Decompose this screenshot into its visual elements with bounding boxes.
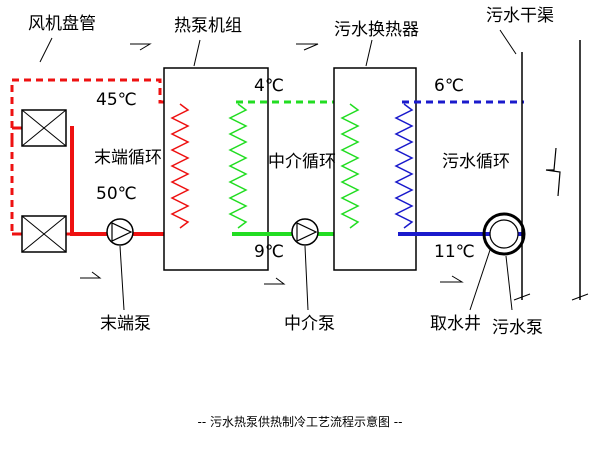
middle-pump-icon (291, 218, 319, 246)
terminal-loop-label: 末端循环 (94, 148, 162, 168)
terminal-pump-label: 末端泵 (100, 314, 151, 334)
sewage-supply-temp: 6℃ (434, 76, 464, 96)
middle-pump-label: 中介泵 (284, 314, 335, 334)
sewage-exchanger-label: 污水换热器 (334, 20, 419, 40)
heat-pump-leader (193, 39, 201, 67)
sewage-pump-icon (482, 212, 526, 256)
heat-pump-unit-label: 热泵机组 (174, 16, 242, 36)
intake-well-leader (469, 249, 491, 311)
fan-coil-label: 风机盘管 (28, 14, 96, 34)
flow-arrow-icons (80, 43, 464, 285)
terminal-pump-leader (119, 245, 125, 311)
middle-loop-pipes (232, 100, 350, 236)
diagram-caption: -- 污水热泵供热制冷工艺流程示意图 -- (197, 415, 403, 429)
sewage-channel-label: 污水干渠 (486, 6, 554, 26)
heat-pump-hot-coil (170, 103, 190, 229)
exchanger-sewage-coil (394, 103, 414, 229)
heat-pump-cold-coil (228, 103, 248, 229)
sewage-exchanger-box (333, 67, 417, 271)
flow-direction-icon (545, 147, 561, 197)
sewage-pump-leader (505, 255, 513, 311)
fan-coil-unit-2 (21, 215, 67, 253)
sewage-channel-leader (499, 29, 517, 55)
sewage-pump-label: 污水泵 (492, 318, 543, 338)
middle-return-temp: 9℃ (254, 242, 284, 262)
fan-coil-leader (39, 37, 53, 63)
terminal-pump-icon (106, 218, 134, 246)
sewage-channel (513, 40, 589, 301)
middle-loop-label: 中介循环 (268, 152, 336, 172)
middle-supply-temp: 4℃ (254, 76, 284, 96)
terminal-return-temp: 50℃ (96, 184, 137, 204)
terminal-supply-temp: 45℃ (96, 90, 137, 110)
terminal-supply-pipe (10, 78, 180, 140)
fan-coil-unit-1 (21, 109, 67, 147)
exchanger-middle-coil (340, 103, 360, 229)
sewage-return-temp: 11℃ (434, 242, 475, 262)
middle-pump-leader (304, 245, 309, 311)
sewage-exchanger-leader (365, 39, 373, 67)
sewage-loop-label: 污水循环 (442, 152, 510, 172)
intake-well-label: 取水井 (430, 314, 481, 334)
